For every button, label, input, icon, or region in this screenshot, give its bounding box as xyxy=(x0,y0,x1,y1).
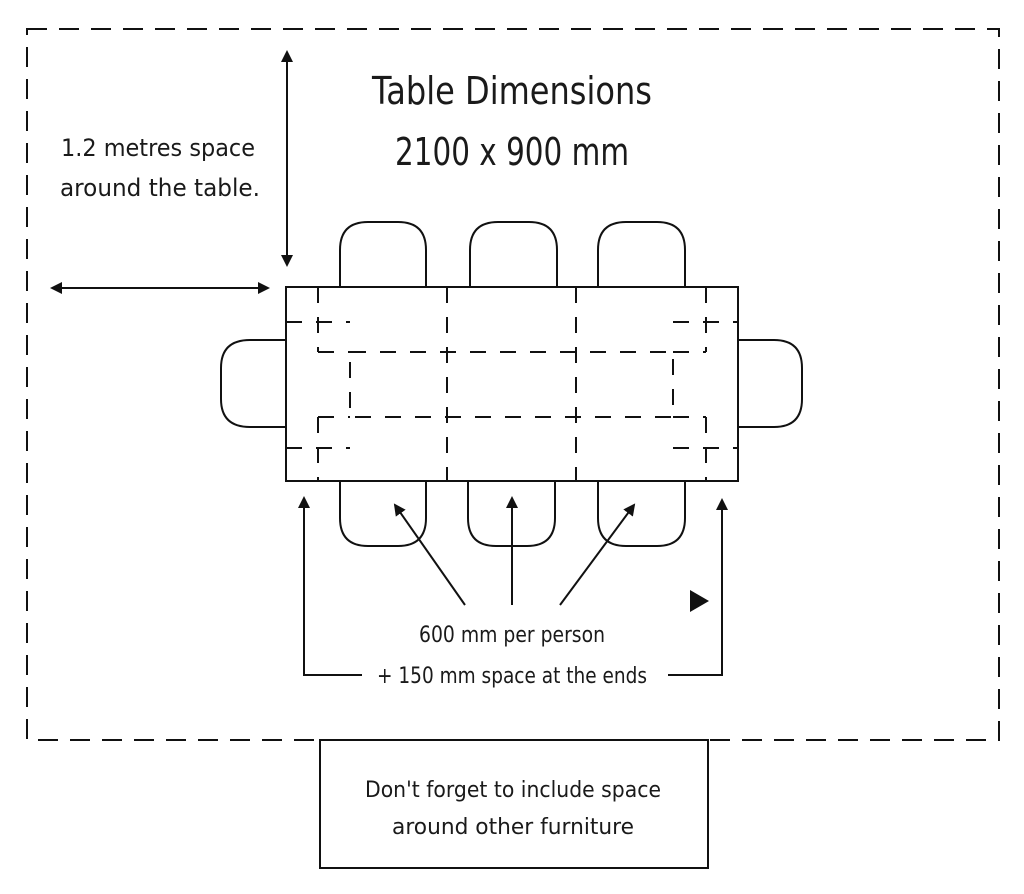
table xyxy=(285,286,739,482)
reminder-line1: Don't forget to include space xyxy=(365,778,661,803)
title-line1: Table Dimensions xyxy=(371,69,652,113)
space-note-line1: 1.2 metres space xyxy=(61,134,255,162)
chair-left xyxy=(220,339,286,428)
room-boundary xyxy=(26,28,1000,741)
space-note-line2: around the table. xyxy=(60,174,260,202)
triangle-marker xyxy=(690,590,709,612)
place-setting-guides xyxy=(286,287,738,481)
reminder-line2: around other furniture xyxy=(392,815,634,840)
title-line2: 2100 x 900 mm xyxy=(395,130,629,174)
chair-bottom-3 xyxy=(597,481,686,547)
chairs xyxy=(220,221,803,547)
chair-right xyxy=(738,339,803,428)
chair-top-2 xyxy=(469,221,558,287)
person-note-line1: 600 mm per person xyxy=(419,623,605,648)
chair-bottom-1 xyxy=(339,481,427,547)
person-arrows xyxy=(298,496,728,676)
chair-top-1 xyxy=(339,221,427,287)
person-note-line2: + 150 mm space at the ends xyxy=(377,664,647,689)
reminder-box xyxy=(319,739,709,869)
chair-top-3 xyxy=(597,221,686,287)
